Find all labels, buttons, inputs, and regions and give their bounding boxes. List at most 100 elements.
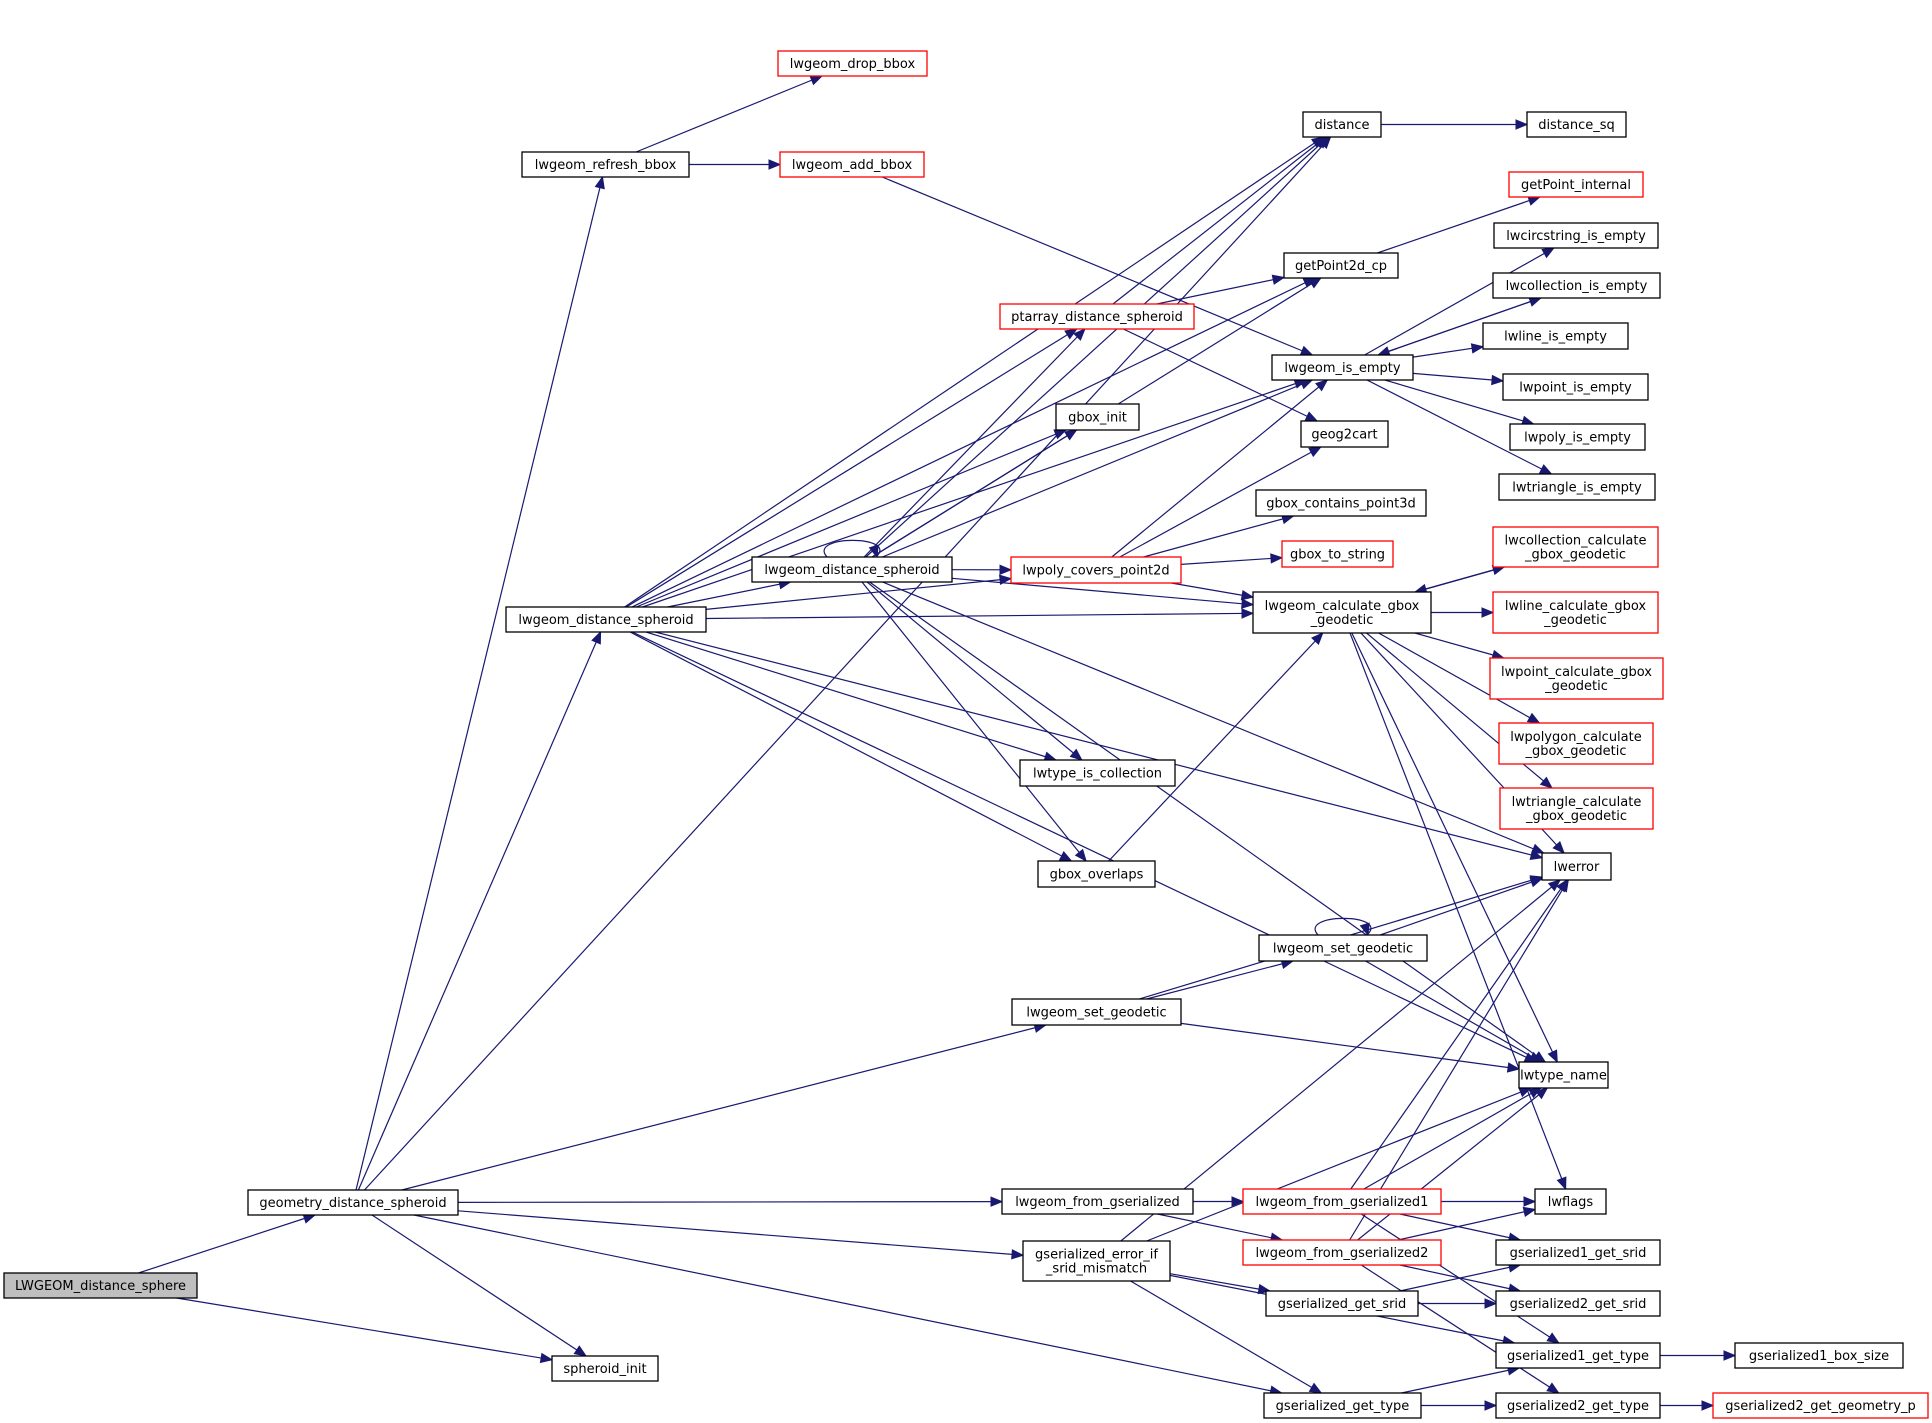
node-label: lwgeom_set_geodetic	[1273, 942, 1413, 957]
node-label: lwgeom_set_geodetic	[1026, 1006, 1166, 1021]
node-label: distance_sq	[1538, 118, 1615, 133]
arrowhead-icon	[1557, 878, 1569, 893]
node-lwpoly_covers_point2d[interactable]: lwpoly_covers_point2d	[1010, 556, 1182, 584]
edge-geometry_distance_spheroid-to-lwgeom_set_geodetic_lower	[401, 1024, 1046, 1191]
node-label: gbox_init	[1068, 411, 1127, 426]
node-lwline_is_empty[interactable]: lwline_is_empty	[1482, 322, 1629, 350]
node-lwgeom_from_gserialized[interactable]: lwgeom_from_gserialized	[1001, 1188, 1194, 1215]
edge-lwgeom_distance_spheroid_inner-to-ptarray_distance_spheroid	[863, 328, 1086, 558]
edge-lwcollection_is_empty-to-lwgeom_is_empty	[1378, 297, 1541, 356]
arrowhead-icon	[1315, 379, 1329, 392]
node-lwpoint_calculate_gbox_geodetic[interactable]: lwpoint_calculate_gbox_geodetic	[1489, 657, 1664, 700]
arrowhead-icon	[1530, 843, 1545, 854]
node-box	[1518, 1061, 1609, 1089]
edge-lwgeom_distance_spheroid_inner-to-lwgeom_is_empty	[882, 379, 1313, 558]
edge-lwgeom_from_gserialized2-to-gserialized2_get_type	[1360, 1264, 1560, 1394]
node-lwflags[interactable]: lwflags	[1534, 1188, 1607, 1215]
node-gserialized_error_if_srid_mismatch[interactable]: gserialized_error_if_srid_mismatch	[1022, 1240, 1171, 1282]
node-lwgeom_distance_spheroid_outer[interactable]: lwgeom_distance_spheroid	[505, 606, 707, 633]
node-label: ptarray_distance_spheroid	[1011, 310, 1183, 325]
edge-lwgeom_from_gserialized1-to-lwerror	[1350, 879, 1568, 1190]
node-box	[1495, 1392, 1661, 1419]
node-gserialized2_get_type[interactable]: gserialized2_get_type	[1495, 1392, 1661, 1419]
node-box	[1252, 591, 1432, 634]
node-label: gserialized_get_type	[1276, 1399, 1410, 1414]
node-geometry_distance_spheroid[interactable]: geometry_distance_spheroid	[247, 1189, 459, 1216]
edge-ptarray_distance_spheroid-to-getPoint2d_cp	[1156, 276, 1285, 305]
node-gserialized1_get_type[interactable]: gserialized1_get_type	[1495, 1342, 1661, 1369]
node-gserialized_get_type[interactable]: gserialized_get_type	[1263, 1392, 1422, 1419]
node-distance[interactable]: distance	[1302, 111, 1382, 138]
node-box	[779, 151, 925, 178]
node-box	[1242, 1188, 1442, 1215]
node-lwgeom_set_geodetic_lower[interactable]: lwgeom_set_geodetic	[1011, 998, 1182, 1026]
node-label: lwtriangle_calculate	[1512, 795, 1642, 810]
edge-lwgeom_distance_spheroid_inner-to-lwgeom_distance_spheroid_inner	[823, 539, 881, 558]
node-lwgeom_distance_spheroid_inner[interactable]: lwgeom_distance_spheroid	[751, 556, 953, 583]
node-lwgeom_calculate_gbox_geodetic[interactable]: lwgeom_calculate_gbox_geodetic	[1252, 591, 1432, 634]
arrowhead-icon	[1304, 411, 1319, 422]
node-box	[1037, 860, 1156, 888]
node-label: _gbox_geodetic	[1524, 548, 1626, 563]
node-label: lwgeom_drop_bbox	[790, 57, 916, 72]
node-lwcollection_is_empty[interactable]: lwcollection_is_empty	[1492, 272, 1661, 299]
node-box	[1509, 423, 1646, 451]
node-ptarray_distance_spheroid[interactable]: ptarray_distance_spheroid	[999, 303, 1195, 330]
node-lwgeom_add_bbox[interactable]: lwgeom_add_bbox	[779, 151, 925, 178]
node-gserialized2_get_srid[interactable]: gserialized2_get_srid	[1495, 1290, 1661, 1317]
node-label: geometry_distance_spheroid	[259, 1196, 446, 1211]
node-LWGEOM_distance_sphere[interactable]: LWGEOM_distance_sphere	[3, 1272, 198, 1299]
node-label: lwpolygon_calculate	[1510, 730, 1642, 745]
arrowhead-icon	[1011, 1249, 1025, 1260]
edge-lwpoly_covers_point2d-to-lwgeom_is_empty	[1111, 379, 1328, 558]
node-label: lwcollection_calculate	[1505, 534, 1647, 549]
node-label: gserialized_error_if	[1035, 1248, 1158, 1263]
node-spheroid_init[interactable]: spheroid_init	[551, 1355, 659, 1382]
edge-lwgeom_calculate_gbox_geodetic-to-lwtype_name	[1351, 632, 1558, 1063]
node-gbox_overlaps[interactable]: gbox_overlaps	[1037, 860, 1156, 888]
node-gbox_contains_point3d[interactable]: gbox_contains_point3d	[1255, 489, 1427, 517]
edge-geometry_distance_spheroid-to-lwgeom_refresh_bbox	[355, 176, 604, 1191]
node-lwtriangle_calculate_gbox_geodetic[interactable]: lwtriangle_calculate_gbox_geodetic	[1499, 787, 1654, 830]
node-label: _geodetic	[1544, 679, 1608, 694]
node-lwcollection_calculate_gbox_geodetic[interactable]: lwcollection_calculate_gbox_geodetic	[1492, 526, 1659, 568]
node-label: gserialized1_get_srid	[1510, 1246, 1647, 1261]
node-label: gserialized1_get_type	[1507, 1349, 1649, 1364]
node-lwtype_name[interactable]: lwtype_name	[1518, 1061, 1609, 1089]
node-distance_sq[interactable]: distance_sq	[1526, 111, 1627, 138]
node-lwgeom_refresh_bbox[interactable]: lwgeom_refresh_bbox	[521, 151, 690, 178]
node-lwcircstring_is_empty[interactable]: lwcircstring_is_empty	[1493, 222, 1659, 249]
node-gbox_init[interactable]: gbox_init	[1055, 403, 1140, 431]
node-lwgeom_from_gserialized2[interactable]: lwgeom_from_gserialized2	[1242, 1239, 1442, 1266]
node-lwtriangle_is_empty[interactable]: lwtriangle_is_empty	[1498, 473, 1656, 501]
node-getPoint_internal[interactable]: getPoint_internal	[1508, 171, 1644, 198]
node-lwpoint_is_empty[interactable]: lwpoint_is_empty	[1502, 373, 1649, 401]
node-gserialized_get_srid[interactable]: gserialized_get_srid	[1265, 1290, 1419, 1317]
node-getPoint2d_cp[interactable]: getPoint2d_cp	[1283, 252, 1399, 279]
edge-gbox_overlaps-to-lwgeom_calculate_gbox_geodetic	[1108, 632, 1324, 862]
node-label: lwtriangle_is_empty	[1512, 481, 1642, 496]
node-label: lwpoly_covers_point2d	[1022, 564, 1169, 579]
edge-gserialized_error_if_srid_mismatch-to-gserialized_get_srid	[1169, 1273, 1270, 1292]
node-gserialized2_get_geometry_p[interactable]: gserialized2_get_geometry_p	[1712, 1392, 1929, 1419]
node-lwgeom_set_geodetic_upper[interactable]: lwgeom_set_geodetic	[1258, 934, 1428, 962]
edge-lwgeom_from_gserialized1-to-lwtype_name	[1363, 1087, 1541, 1190]
arrowhead-icon	[1723, 1350, 1737, 1361]
node-geog2cart[interactable]: geog2cart	[1300, 420, 1389, 448]
node-lwpoly_is_empty[interactable]: lwpoly_is_empty	[1509, 423, 1646, 451]
edge-lwgeom_is_empty-to-lwpoint_is_empty	[1412, 372, 1504, 382]
node-lwline_calculate_gbox_geodetic[interactable]: lwline_calculate_gbox_geodetic	[1492, 591, 1659, 634]
node-lwtype_is_collection[interactable]: lwtype_is_collection	[1019, 759, 1176, 787]
node-gserialized1_box_size[interactable]: gserialized1_box_size	[1734, 1342, 1904, 1369]
node-lwerror[interactable]: lwerror	[1541, 852, 1612, 881]
edge-geometry_distance_spheroid-to-spheroid_init	[371, 1214, 587, 1357]
node-lwgeom_from_gserialized1[interactable]: lwgeom_from_gserialized1	[1242, 1188, 1442, 1215]
edge-ptarray_distance_spheroid-to-geog2cart	[1123, 328, 1318, 422]
node-gbox_to_string[interactable]: gbox_to_string	[1281, 540, 1394, 568]
node-lwgeom_drop_bbox[interactable]: lwgeom_drop_bbox	[777, 50, 928, 77]
node-box	[1302, 111, 1382, 138]
arrowhead-icon	[1299, 379, 1314, 390]
node-gserialized1_get_srid[interactable]: gserialized1_get_srid	[1495, 1239, 1661, 1266]
node-lwgeom_is_empty[interactable]: lwgeom_is_empty	[1271, 354, 1414, 381]
node-lwpolygon_calculate_gbox_geodetic[interactable]: lwpolygon_calculate_gbox_geodetic	[1498, 722, 1654, 765]
